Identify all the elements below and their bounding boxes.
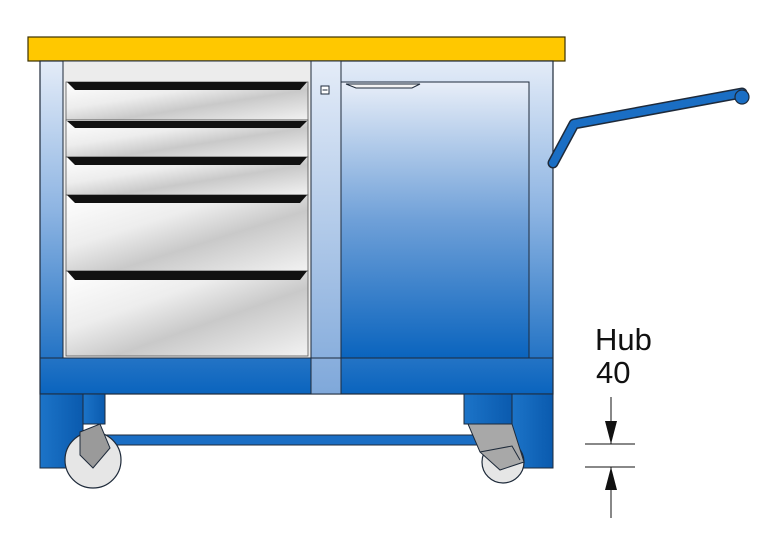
left-caster [64,423,122,489]
drawer-5 [65,270,309,357]
right-caster [467,423,525,484]
lift-value: 40 [596,355,631,390]
dimension-arrow-up-icon [605,467,617,490]
cabinet-door [340,81,530,359]
lift-dimension [585,397,635,518]
drawer-4 [65,194,309,272]
base-rail [39,357,554,395]
worktop [27,36,566,62]
push-handle [547,87,748,169]
lift-label: Hub [595,322,652,357]
connecting-bar [99,434,481,446]
dimension-arrow-down-icon [605,421,617,444]
center-post [310,60,342,395]
drawer-2 [65,119,309,158]
drawer-3 [65,156,309,196]
drawer-1 [65,81,309,121]
door-handle [345,83,421,89]
